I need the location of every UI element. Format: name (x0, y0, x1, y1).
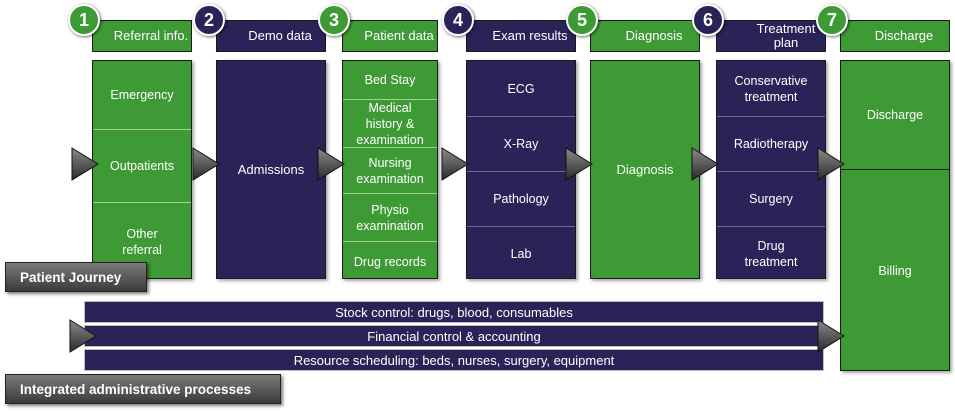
stage-badge-5: 5 (566, 4, 598, 36)
stage-badge-6: 6 (692, 4, 724, 36)
billing-item: Billing (878, 263, 912, 278)
header-discharge: Discharge (840, 20, 950, 52)
treatment-radiotherapy: Radiotherapy (717, 117, 825, 172)
header-referral-info: Referral info. (92, 20, 192, 52)
header-label: Discharge (874, 28, 934, 43)
header-treatment-plan: Treatment plan (716, 20, 826, 52)
diagnosis-box: Diagnosis (590, 60, 700, 279)
header-label: Diagnosis (625, 28, 683, 43)
admin-bar-financial-control: Financial control & accounting (84, 325, 824, 347)
patient-journey-label: Patient Journey (5, 262, 147, 292)
flow-arrow-2-icon (192, 147, 220, 181)
administrative-processes-label: Integrated administrative processes (5, 374, 281, 404)
header-label: Patient data (364, 28, 434, 43)
header-exam-results: Exam results (466, 20, 576, 52)
flow-arrow-3-icon (317, 147, 345, 181)
treatment-drug: Drug treatment (744, 239, 798, 269)
flow-arrow-7-icon (817, 147, 845, 181)
stage-badge-1: 1 (68, 4, 100, 36)
discharge-column: Discharge Billing (840, 60, 950, 371)
patient-medical-history: Medical history & examination (343, 100, 437, 148)
patient-bed-stay: Bed Stay (343, 61, 437, 100)
treatment-conservative: Conservative treatment (717, 61, 825, 117)
stage-badge-4: 4 (442, 4, 474, 36)
header-label: Exam results (492, 28, 568, 43)
stage-badge-2: 2 (193, 4, 225, 36)
header-demo-data: Demo data (216, 20, 326, 52)
referral-outpatients: Outpatients (93, 130, 191, 203)
header-label: Demo data (248, 28, 312, 43)
exam-lab: Lab (510, 247, 532, 261)
flow-arrow-1-icon (71, 147, 99, 181)
stage-badge-3: 3 (318, 4, 350, 36)
treatment-surgery: Surgery (717, 172, 825, 227)
patient-nursing-examination: Nursing examination (343, 148, 437, 194)
header-diagnosis: Diagnosis (590, 20, 700, 52)
exam-results-column: ECG X-Ray Pathology Lab (466, 60, 576, 279)
patient-drug-records: Drug records (353, 255, 427, 269)
flow-arrow-6-icon (691, 147, 719, 181)
referral-emergency: Emergency (93, 61, 191, 130)
patient-physio-examination: Physio examination (343, 194, 437, 242)
flow-arrow-4-icon (441, 147, 469, 181)
header-label: Referral info. (113, 28, 189, 43)
exam-xray: X-Ray (467, 117, 575, 172)
admissions-box: Admissions (216, 60, 326, 279)
header-patient-data: Patient data (342, 20, 438, 52)
patient-data-column: Bed Stay Medical history & examination N… (342, 60, 438, 279)
admin-arrow-left-icon (69, 319, 97, 353)
admin-bar-resource-scheduling: Resource scheduling: beds, nurses, surge… (84, 349, 824, 371)
treatment-plan-column: Conservative treatment Radiotherapy Surg… (716, 60, 826, 279)
exam-ecg: ECG (467, 61, 575, 117)
flow-arrow-5-icon (565, 147, 593, 181)
admin-arrow-right-icon (817, 319, 845, 353)
exam-pathology: Pathology (467, 172, 575, 227)
referral-other: Other referral (122, 226, 162, 257)
stage-badge-7: 7 (816, 4, 848, 36)
admin-bar-stock-control: Stock control: drugs, blood, consumables (84, 301, 824, 323)
referral-column: Emergency Outpatients Other referral (92, 60, 192, 279)
discharge-item: Discharge (841, 61, 949, 170)
header-label: Treatment plan (756, 21, 816, 50)
